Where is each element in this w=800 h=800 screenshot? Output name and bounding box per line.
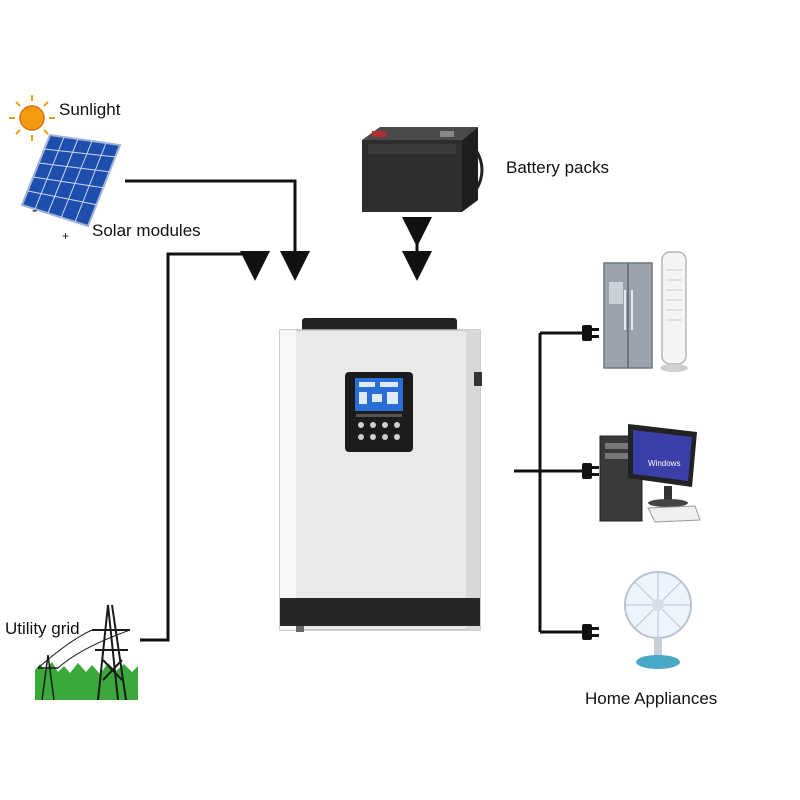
pylon-icon <box>38 654 58 701</box>
home-appliances-label: Home Appliances <box>585 689 718 708</box>
plug-icon <box>582 463 599 479</box>
fridge-icon <box>603 262 653 369</box>
utility-grid-label: Utility grid <box>5 619 80 638</box>
computer-icon <box>599 424 701 523</box>
solar-modules-label: Solar modules <box>92 221 201 240</box>
panel-plus-label: + <box>62 229 69 243</box>
desk-fan-icon <box>624 571 692 669</box>
sunlight-label: Sunlight <box>59 100 121 119</box>
windows-logo-text: Windows <box>648 459 680 468</box>
grid-connection-line <box>140 251 270 642</box>
plug-icon <box>582 624 599 640</box>
battery-icon <box>362 127 484 212</box>
power-lines <box>37 629 131 669</box>
appliance-bus-line <box>514 331 584 634</box>
pylon-icon <box>92 604 130 701</box>
tower-fan-icon <box>660 251 688 372</box>
solar-connection-line <box>125 179 310 281</box>
inverter-icon <box>279 318 482 632</box>
sun-icon <box>9 95 55 141</box>
solar-panel-icon <box>20 133 122 228</box>
battery-packs-label: Battery packs <box>506 158 609 177</box>
panel-minus-label: - <box>32 202 37 219</box>
plug-icon <box>582 325 599 341</box>
